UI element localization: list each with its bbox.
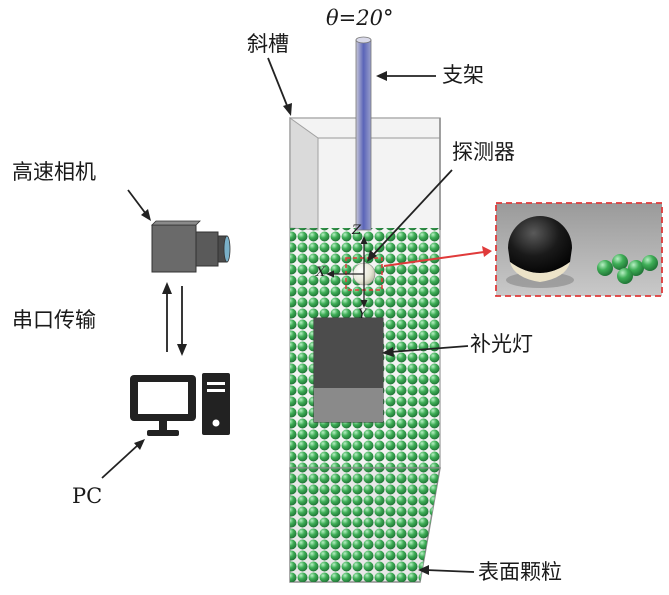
tower-icon bbox=[202, 373, 230, 435]
axis-x-label: X bbox=[316, 265, 326, 280]
chute-label: 斜槽 bbox=[247, 32, 289, 56]
probe-pointer bbox=[383, 246, 492, 267]
camera-icon bbox=[151, 220, 231, 273]
monitor-icon bbox=[130, 375, 196, 436]
camera-label: 高速相机 bbox=[12, 160, 96, 184]
light-box bbox=[313, 317, 384, 423]
light-label: 补光灯 bbox=[470, 332, 533, 356]
computer-icon bbox=[130, 373, 230, 436]
support-rod bbox=[355, 36, 372, 231]
angle-label: θ=20° bbox=[326, 6, 394, 30]
axis-y-label: Y bbox=[358, 307, 367, 322]
leader-arrows bbox=[101, 57, 475, 575]
probe-label: 探测器 bbox=[452, 140, 515, 164]
probe bbox=[326, 236, 383, 308]
transfer-arrows bbox=[162, 282, 187, 356]
probe-inset bbox=[495, 202, 663, 297]
support-label: 支架 bbox=[442, 63, 484, 87]
pc-label: PC bbox=[72, 484, 103, 508]
particles-label: 表面颗粒 bbox=[478, 560, 562, 584]
serial-label: 串口传输 bbox=[12, 308, 96, 332]
axis-z-label: Z bbox=[352, 223, 362, 238]
